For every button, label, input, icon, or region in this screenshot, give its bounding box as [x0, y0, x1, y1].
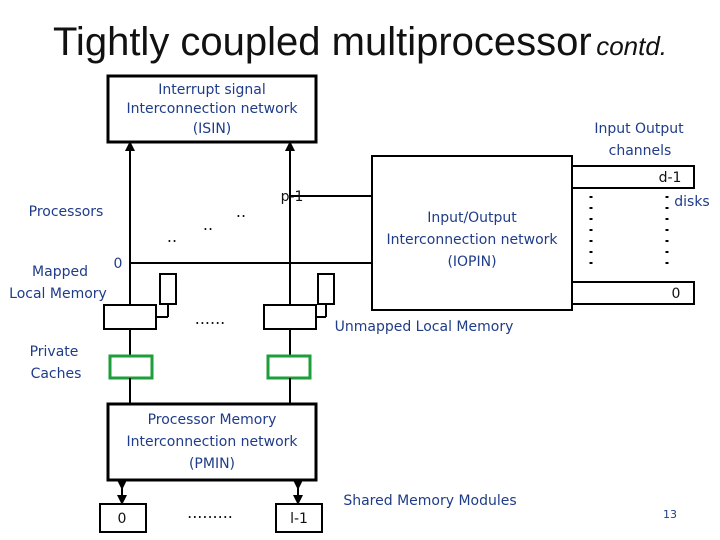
processor-p1-index: p-1 [281, 189, 304, 205]
title-suffix: contd. [596, 31, 668, 61]
local-memory-ellipsis: ...... [195, 309, 226, 328]
shared-memory-l1-index: l-1 [290, 511, 308, 527]
io-channels-label-line1: Input Output [594, 121, 684, 137]
isin-label-line1: Interrupt signal [158, 82, 265, 98]
processor-0-index: 0 [114, 256, 123, 272]
iopin-label-line1: Input/Output [427, 210, 517, 226]
isin-label-line3: (ISIN) [193, 121, 232, 137]
io-channel-bottom [571, 281, 695, 305]
processors-ellipsis-b: .. [203, 215, 213, 234]
shared-memory-ellipsis: ......... [187, 503, 233, 522]
disks-label: disks [674, 194, 709, 210]
title-main: Tightly coupled multiprocessor [52, 20, 592, 64]
private-cache-0 [108, 354, 154, 380]
private-cache-p1 [266, 354, 312, 380]
io-channel-bottom-index: 0 [672, 286, 681, 302]
pmin-label-line1: Processor Memory [148, 412, 277, 428]
shared-memory-0-index: 0 [118, 511, 127, 527]
mapped-local-memory-label-line1: Mapped [32, 264, 88, 280]
io-channel-top [571, 165, 695, 189]
processors-label: Processors [29, 204, 104, 220]
pmin-label-line3: (PMIN) [189, 456, 235, 472]
isin-label-line2: Interconnection network [127, 101, 299, 117]
iopin-box [371, 155, 573, 311]
unmapped-local-memory-label: Unmapped Local Memory [335, 319, 514, 335]
isin-box [106, 74, 318, 144]
private-caches-label-line1: Private [30, 344, 79, 360]
private-caches-label-line2: Caches [31, 366, 82, 382]
unmapped-local-memory-0 [159, 273, 177, 305]
mapped-local-memory-label-line2: Local Memory [9, 286, 107, 302]
processor-p1-block [263, 304, 317, 330]
shared-memory-l1 [275, 503, 323, 533]
slide-title: Tightly coupled multiprocessor contd. [0, 20, 720, 65]
pmin-label-line2: Interconnection network [127, 434, 299, 450]
shared-memory-0 [99, 503, 147, 533]
processor-0-block [103, 304, 157, 330]
pmin-box [106, 402, 318, 482]
page-number: 13 [663, 508, 677, 521]
processors-ellipsis-c: .. [236, 202, 246, 221]
shared-memory-modules-label: Shared Memory Modules [343, 493, 516, 509]
io-channel-top-index: d-1 [659, 170, 682, 186]
io-channels-label-line2: channels [609, 143, 672, 159]
unmapped-local-memory-p1 [317, 273, 335, 305]
processors-ellipsis-a: .. [167, 227, 177, 246]
iopin-label-line3: (IOPIN) [447, 254, 496, 270]
iopin-label-line2: Interconnection network [387, 232, 559, 248]
